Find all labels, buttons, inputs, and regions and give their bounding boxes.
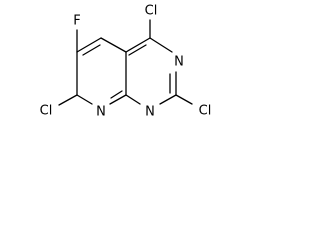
bond-c5-c6-inner [82, 44, 101, 56]
nitrogen-atom-label: N [145, 105, 155, 120]
chemical-structure: Cl N Cl N N Cl F [40, 4, 212, 120]
bond-c4-n3 [149, 37, 173, 53]
chlorine-atom-label: Cl [145, 4, 158, 19]
nitrogen-atom-label: N [174, 55, 184, 70]
bond-c7-n8 [76, 94, 93, 105]
bond-c7-cl [58, 94, 78, 106]
chlorine-atom-label: Cl [40, 104, 53, 119]
bond-c2-cl [175, 94, 193, 105]
bond-n1-c8a [125, 94, 141, 105]
bond-n8-c8a-inner [110, 90, 123, 99]
bond-c4a-c5 [100, 37, 127, 53]
fluorine-atom-label: F [73, 14, 80, 29]
bond-c5-c6 [76, 37, 102, 53]
bond-c4-c4a-inner [128, 44, 147, 56]
bond-c2-n1 [159, 94, 177, 105]
chlorine-atom-label: Cl [199, 104, 212, 119]
nitrogen-atom-label: N [96, 105, 106, 120]
bonds [58, 19, 193, 106]
bond-c4-c4a [125, 37, 151, 53]
bond-n8-c8a [109, 94, 127, 105]
atom-labels: Cl N Cl N N Cl F [40, 4, 212, 120]
